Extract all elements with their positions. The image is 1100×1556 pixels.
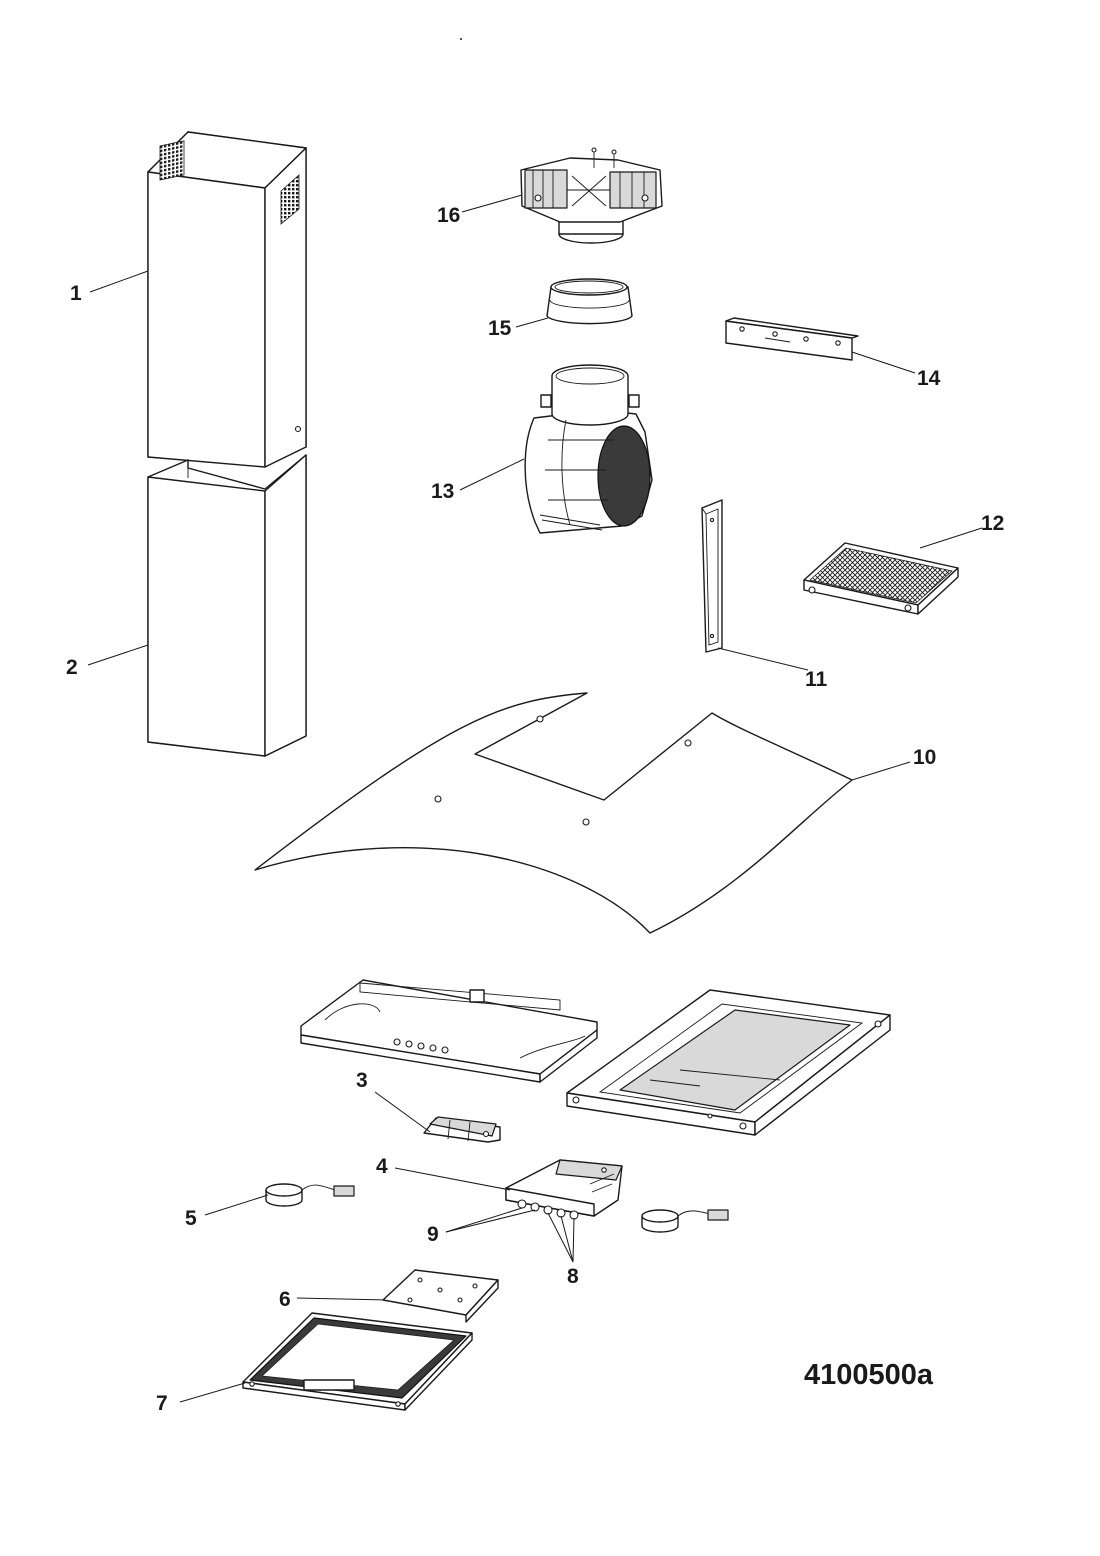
part-upper-chimney — [147, 131, 307, 468]
callout-15: 15 — [488, 317, 512, 340]
callout-4: 4 — [376, 1155, 388, 1178]
part-buttons — [517, 1199, 579, 1220]
part-fan-housing — [524, 364, 653, 534]
part-lamp-left — [265, 1183, 355, 1207]
callout-labels: 1 2 3 4 5 6 7 8 9 10 11 12 13 14 15 16 — [66, 204, 1004, 1415]
part-hood-tray — [300, 979, 598, 1083]
part-side-strip — [701, 499, 723, 653]
part-lamp-right — [641, 1209, 729, 1233]
callout-11: 11 — [805, 668, 828, 691]
part-grease-filter — [242, 1312, 473, 1411]
leader-lines — [87, 194, 983, 1403]
part-duct-ring — [546, 278, 633, 325]
drawing-reference: 4100500a — [804, 1359, 934, 1391]
part-glass-canopy — [254, 692, 853, 934]
part-carbon-filter — [803, 542, 959, 615]
part-control-housing — [505, 1159, 623, 1217]
part-lower-chimney — [147, 454, 307, 757]
part-bracket-plate — [382, 1269, 499, 1323]
part-motor-block — [520, 147, 663, 244]
callout-1: 1 — [70, 282, 82, 305]
stray-dot — [460, 38, 462, 40]
callout-9: 9 — [427, 1223, 439, 1246]
part-mounting-bracket — [725, 317, 859, 361]
callout-10: 10 — [913, 746, 936, 769]
callout-7: 7 — [156, 1392, 168, 1415]
callout-13: 13 — [431, 480, 454, 503]
part-hood-frame — [566, 989, 891, 1136]
callout-3: 3 — [356, 1069, 368, 1092]
callout-14: 14 — [917, 367, 941, 390]
callout-6: 6 — [279, 1288, 291, 1311]
callout-12: 12 — [981, 512, 1004, 535]
callout-16: 16 — [437, 204, 460, 227]
callout-2: 2 — [66, 656, 78, 679]
callout-5: 5 — [185, 1207, 197, 1230]
part-switch-board — [423, 1116, 501, 1143]
callout-8: 8 — [567, 1265, 579, 1288]
